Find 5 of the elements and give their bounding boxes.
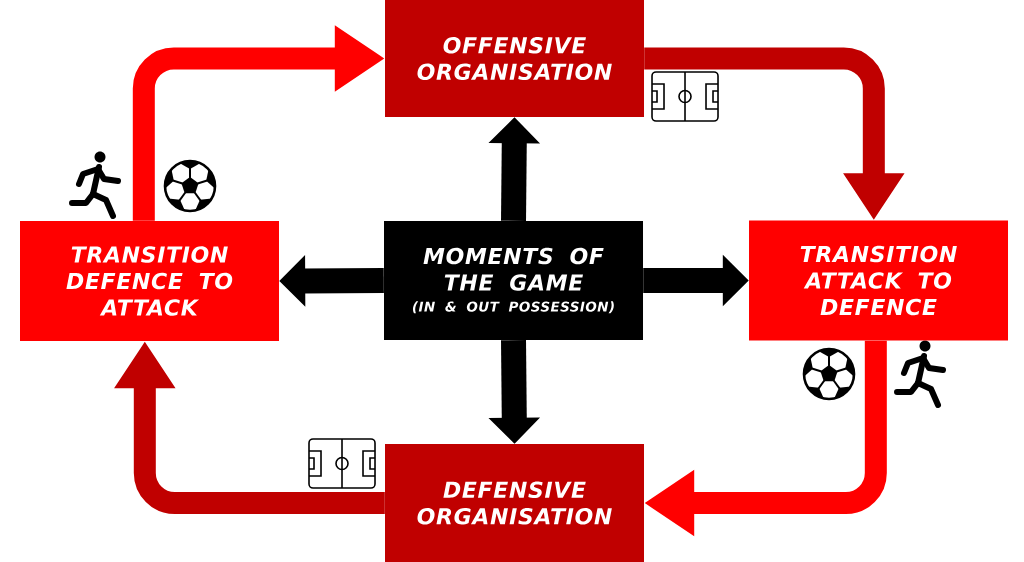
process-box: TRANSITION DEFENCE TO ATTACK — [20, 221, 279, 341]
process-box: TRANSITION ATTACK TO DEFENCE — [749, 220, 1008, 341]
process-box: DEFENSIVE ORGANISATION — [385, 444, 644, 562]
process-box: OFFENSIVE ORGANISATION — [385, 0, 644, 117]
process-box: MOMENTS OF THE GAME (IN & OUT POSSESSION) — [384, 221, 643, 340]
